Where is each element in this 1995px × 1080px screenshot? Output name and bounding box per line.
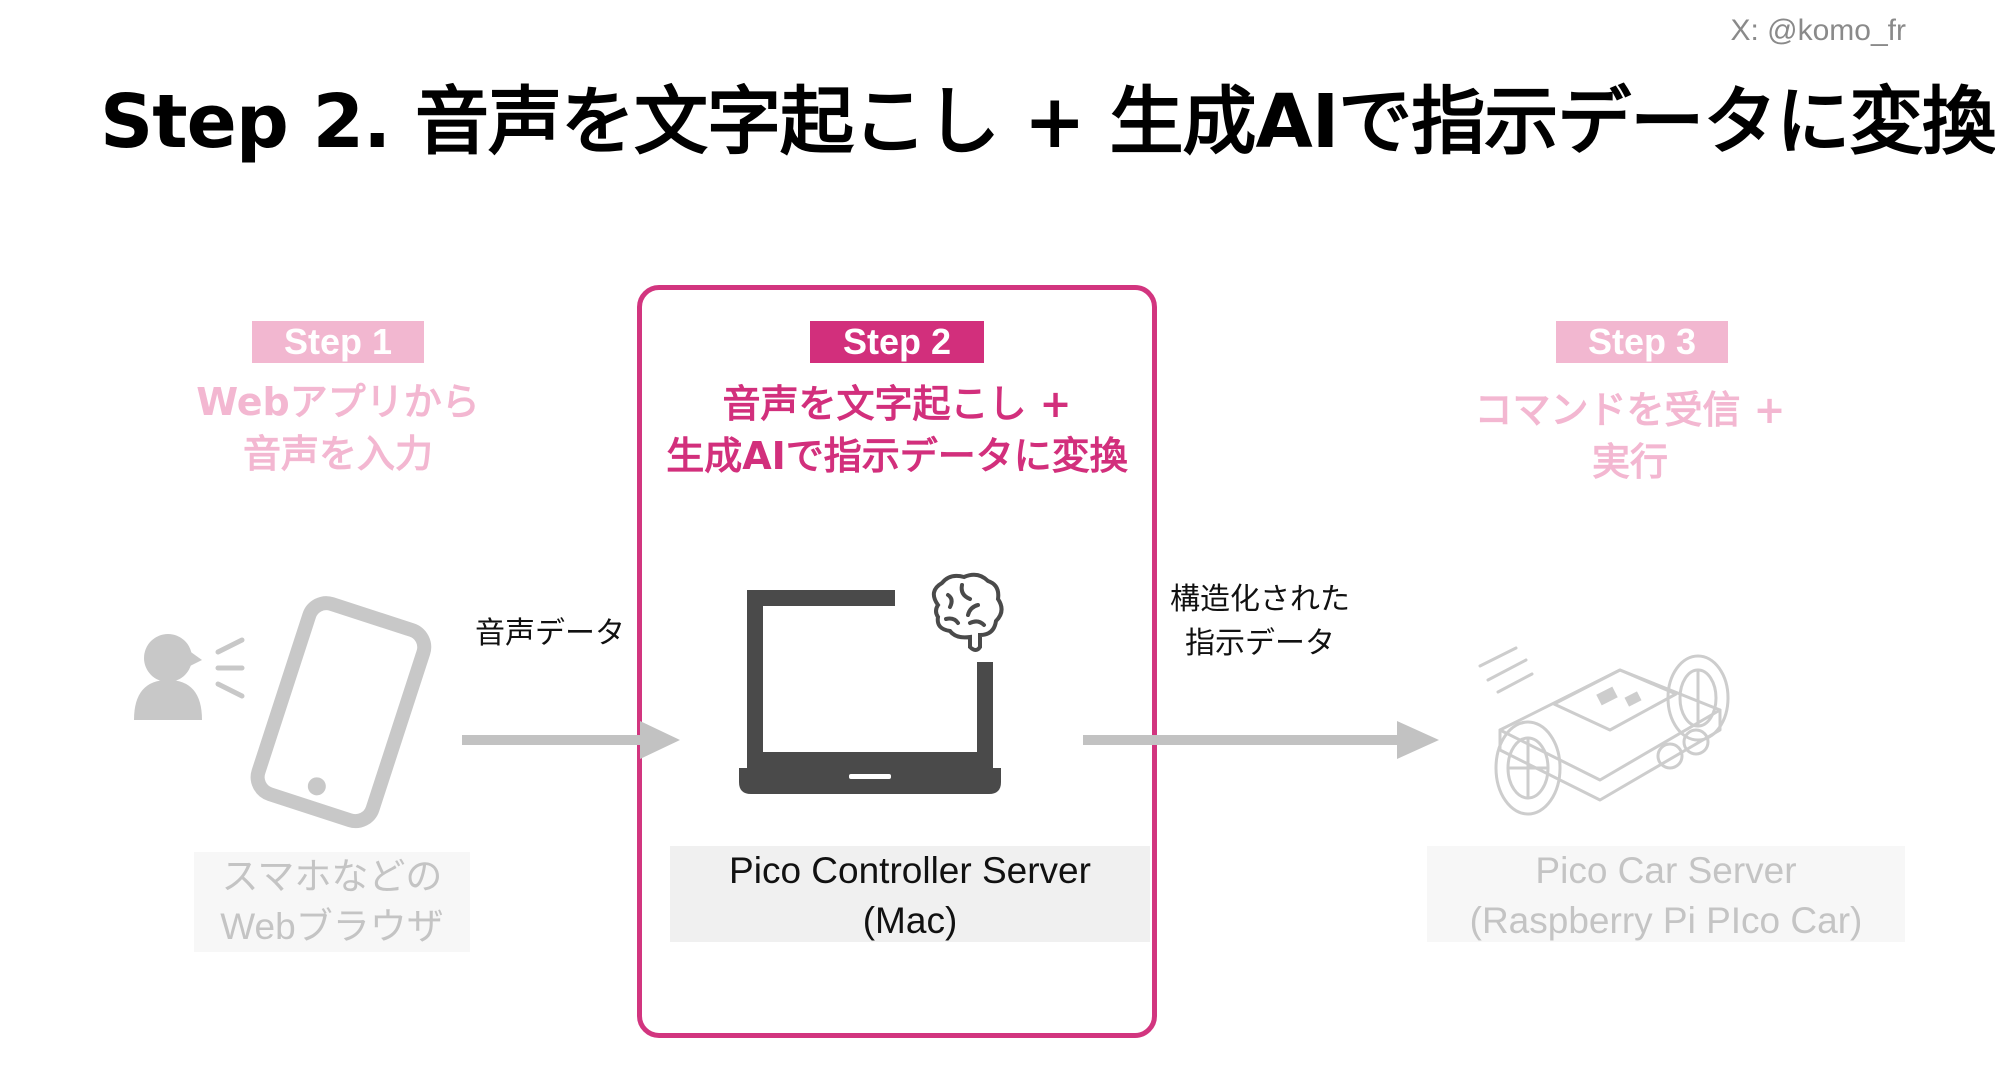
board-chips — [1596, 686, 1642, 707]
step3-device-label: Pico Car Server (Raspberry Pi PIco Car) — [1427, 846, 1905, 942]
brain-icon — [931, 572, 1004, 652]
step2-device-label: Pico Controller Server (Mac) — [670, 846, 1150, 942]
wheel-left — [1494, 720, 1562, 816]
step2-highlight-frame — [637, 285, 1157, 1038]
step1-device-label: スマホなどの Webブラウザ — [194, 852, 470, 952]
flow1-arrow — [462, 721, 680, 759]
voice-lines-icon — [215, 637, 245, 699]
flow2-label-line-2: 指示データ — [1185, 626, 1335, 661]
flow2-label-line-1: 構造化された — [1170, 582, 1350, 617]
step3-title-line-1: コマンドを受信 + — [1474, 388, 1786, 432]
flow1-label: 音声データ — [470, 612, 630, 656]
wheel-right — [1666, 654, 1730, 742]
step2-badge: Step 2 — [810, 321, 984, 363]
phone-speaking-icon — [134, 596, 432, 829]
flow1-label-line-1: 音声データ — [475, 616, 625, 651]
smartphone-icon — [250, 596, 432, 829]
author-handle: X: @komo_fr — [1730, 14, 1906, 47]
speaking-person-icon — [134, 634, 202, 720]
step1-device-label-line-1: スマホなどの — [221, 856, 443, 897]
laptop-icon — [739, 590, 1001, 794]
ultrasonic-sensor — [1656, 728, 1710, 770]
motion-lines-icon — [1478, 646, 1534, 694]
step3-title: コマンドを受信 + 実行 — [1430, 384, 1830, 488]
step2-title-line-2: 生成AIで指示データに変換 — [666, 434, 1128, 478]
step2-device-label-line-2: (Mac) — [862, 900, 958, 941]
page-title: Step 2. 音声を文字起こし + 生成AIで指示データに変換 — [100, 79, 1995, 165]
step3-device-label-line-2: (Raspberry Pi PIco Car) — [1469, 900, 1863, 941]
step1-title-line-1: Webアプリから — [196, 380, 480, 424]
laptop-brain-icon — [739, 572, 1004, 794]
step1-device-label-line-2: Webブラウザ — [220, 906, 444, 947]
flow2-arrow — [1083, 721, 1439, 759]
step2-title-line-1: 音声を文字起こし + — [722, 382, 1072, 426]
step3-title-line-2: 実行 — [1591, 440, 1668, 484]
step1-title-line-2: 音声を入力 — [242, 432, 433, 476]
robot-car-icon — [1478, 646, 1730, 816]
step3-device-label-line-1: Pico Car Server — [1535, 850, 1797, 891]
controller-board — [1552, 668, 1678, 732]
step1-title: Webアプリから 音声を入力 — [140, 376, 536, 480]
step3-badge: Step 3 — [1556, 321, 1728, 363]
step1-badge: Step 1 — [252, 321, 424, 363]
flow2-label: 構造化された 指示データ — [1150, 578, 1370, 666]
step2-device-label-line-1: Pico Controller Server — [729, 850, 1091, 891]
car-chassis-top — [1498, 668, 1722, 782]
step2-title: 音声を文字起こし + 生成AIで指示データに変換 — [637, 378, 1157, 482]
